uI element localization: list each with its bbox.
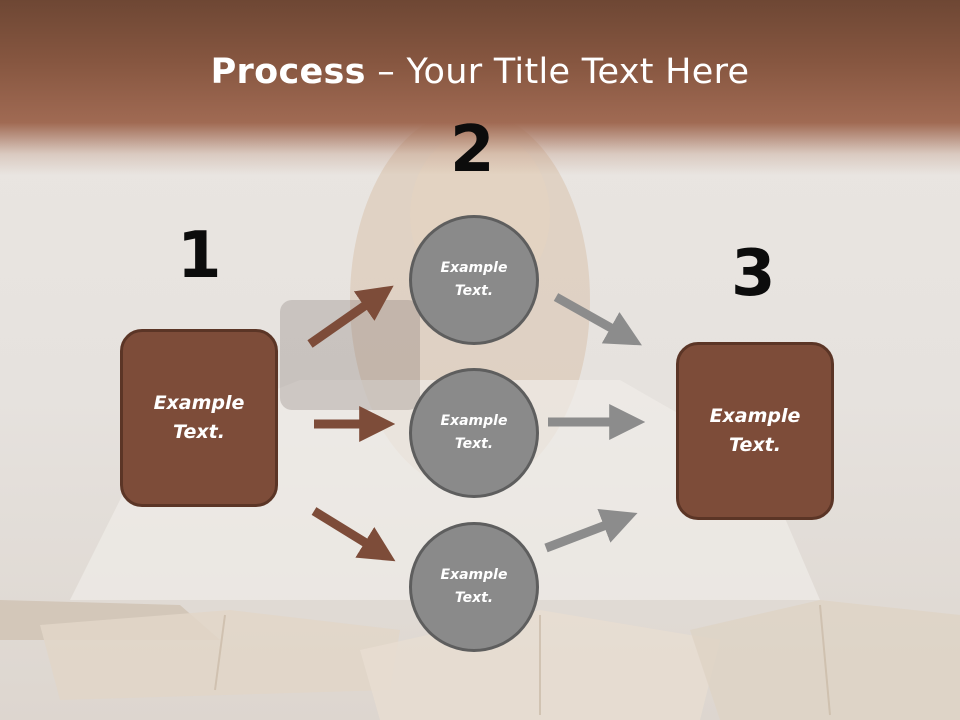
step-1-text-line2: Text. xyxy=(173,421,225,443)
slide-title: Process – Your Title Text Here xyxy=(0,52,960,92)
step-number-2: 2 xyxy=(450,113,495,187)
title-rest: – Your Title Text Here xyxy=(365,52,750,92)
arrow-left-up xyxy=(307,285,394,348)
circle-top-line2: Text. xyxy=(454,283,494,299)
circle-top-line1: Example xyxy=(440,260,508,276)
circle-bottom-line2: Text. xyxy=(454,590,494,606)
arrow-left-down xyxy=(311,507,396,562)
arrow-right-up xyxy=(544,509,638,553)
step-3-text-line1: Example xyxy=(709,405,801,427)
title-bold: Process xyxy=(210,52,366,92)
step-3-text-line2: Text. xyxy=(729,434,781,456)
step-number-3: 3 xyxy=(731,237,776,311)
circle-middle-line2: Text. xyxy=(454,436,494,452)
step-number-1: 1 xyxy=(177,219,222,293)
circle-bottom-line1: Example xyxy=(440,567,508,583)
circle-middle-line1: Example xyxy=(440,413,508,429)
arrow-right-down xyxy=(553,293,642,346)
step-1-text-line1: Example xyxy=(153,392,245,414)
header-band xyxy=(0,0,960,175)
